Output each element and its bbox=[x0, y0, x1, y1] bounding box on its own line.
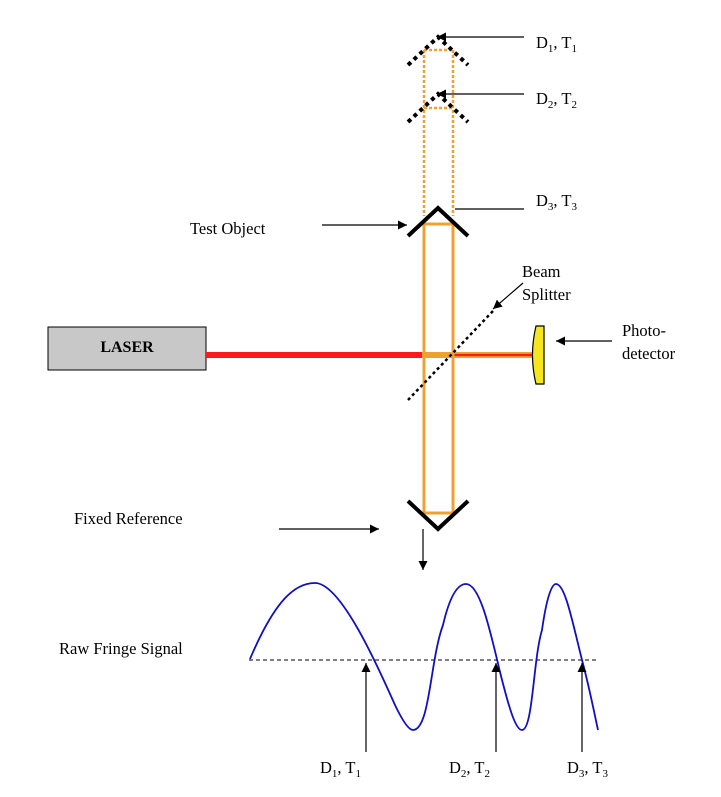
test-object-label: Test Object bbox=[190, 219, 266, 238]
raw-fringe-signal-curve bbox=[249, 582, 599, 731]
laser-label: LASER bbox=[100, 339, 154, 356]
signal-label-1: D1, T1 bbox=[320, 758, 361, 780]
previous-beam-paths bbox=[422, 48, 455, 216]
raw-fringe-signal-label: Raw Fringe Signal bbox=[59, 639, 183, 658]
laser-source bbox=[47, 326, 207, 371]
retroreflector-position-1 bbox=[406, 34, 470, 67]
pointer-arrows bbox=[279, 32, 612, 570]
fixed-reference-retroreflector bbox=[406, 499, 470, 532]
interferometer-arms bbox=[422, 222, 455, 515]
photodetector-label-line2: detector bbox=[622, 344, 676, 363]
beam-splitter-label-line2: Splitter bbox=[522, 285, 571, 304]
photodetector bbox=[531, 325, 545, 385]
photodetector-label-line1: Photo- bbox=[622, 321, 666, 340]
retroreflector-position-2 bbox=[406, 91, 470, 124]
signal-label-3: D3, T3 bbox=[567, 758, 608, 780]
beam-splitter-label-line1: Beam bbox=[522, 262, 561, 281]
position-label-2: D2, T2 bbox=[536, 89, 577, 111]
crossing-markers bbox=[361, 663, 587, 752]
beam-splitter bbox=[407, 310, 494, 401]
fixed-reference-label: Fixed Reference bbox=[74, 509, 183, 528]
signal-label-2: D2, T2 bbox=[449, 758, 490, 780]
arrow-beam-splitter bbox=[492, 282, 524, 310]
position-label-3: D3, T3 bbox=[536, 191, 577, 213]
test-object-retroreflector bbox=[406, 205, 470, 238]
position-label-1: D1, T1 bbox=[536, 33, 577, 55]
